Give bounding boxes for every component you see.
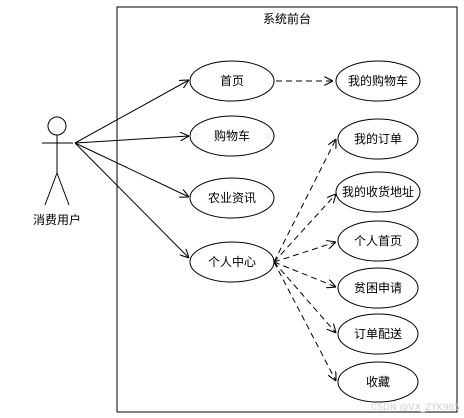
dep-my-orders [273,139,336,263]
usecase-order-delivery[interactable]: 订单配送 [337,313,419,355]
dep-my-address [273,194,336,263]
assoc-cart [74,136,189,144]
watermark: CSDN @VX_ZYK985 [371,403,460,413]
assoc-news [74,142,189,197]
usecase-my-address[interactable]: 我的收货地址 [335,171,421,213]
actor-label: 消费用户 [33,212,81,227]
actor-figure [42,116,73,206]
dep-personal-home [273,242,336,263]
usecase-favorites-label: 收藏 [366,375,390,389]
usecase-home-label: 首页 [220,74,244,88]
usecase-poverty-apply-label: 贫困申请 [354,280,402,295]
dependencies [273,81,336,381]
usecase-my-address-label: 我的收货地址 [342,184,414,199]
usecase-personal-center-label: 个人中心 [208,254,256,269]
associations [74,80,189,258]
usecase-favorites[interactable]: 收藏 [337,361,419,403]
usecase-poverty-apply[interactable]: 贫困申请 [337,267,419,309]
usecase-my-orders[interactable]: 我的订单 [337,118,419,160]
usecase-my-orders-label: 我的订单 [354,131,402,146]
usecase-personal-home[interactable]: 个人首页 [337,220,419,262]
usecase-personal-center[interactable]: 个人中心 [189,241,275,283]
assoc-home [74,80,189,144]
usecase-personal-home-label: 个人首页 [354,234,402,248]
system-title: 系统前台 [263,11,311,26]
usecase-order-delivery-label: 订单配送 [354,326,402,341]
usecase-my-cart[interactable]: 我的购物车 [335,60,421,102]
dep-poverty-apply [273,261,336,287]
usecase-cart-label: 购物车 [214,128,250,143]
dep-favorites [273,261,336,381]
usecase-cart[interactable]: 购物车 [189,115,275,157]
assoc-personal-center [74,142,189,258]
usecase-my-cart-label: 我的购物车 [348,73,408,88]
system-boundary [116,6,458,413]
dep-order-delivery [273,261,336,333]
usecase-home[interactable]: 首页 [189,60,275,102]
usecase-news[interactable]: 农业资讯 [189,177,275,219]
usecase-news-label: 农业资讯 [208,191,256,205]
